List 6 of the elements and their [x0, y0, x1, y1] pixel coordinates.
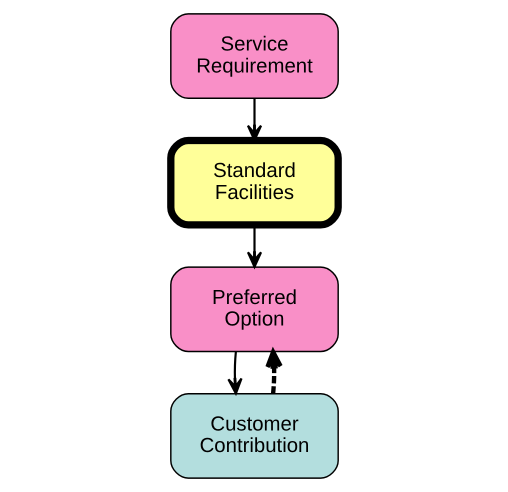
arrow: [226, 352, 242, 395]
node-box: Preferred Option: [170, 266, 338, 352]
arrow: [264, 350, 282, 394]
node-box: Standard Facilities: [166, 136, 342, 229]
node-box: Customer Contribution: [170, 392, 338, 479]
node-box: Service Requirement: [170, 13, 338, 100]
